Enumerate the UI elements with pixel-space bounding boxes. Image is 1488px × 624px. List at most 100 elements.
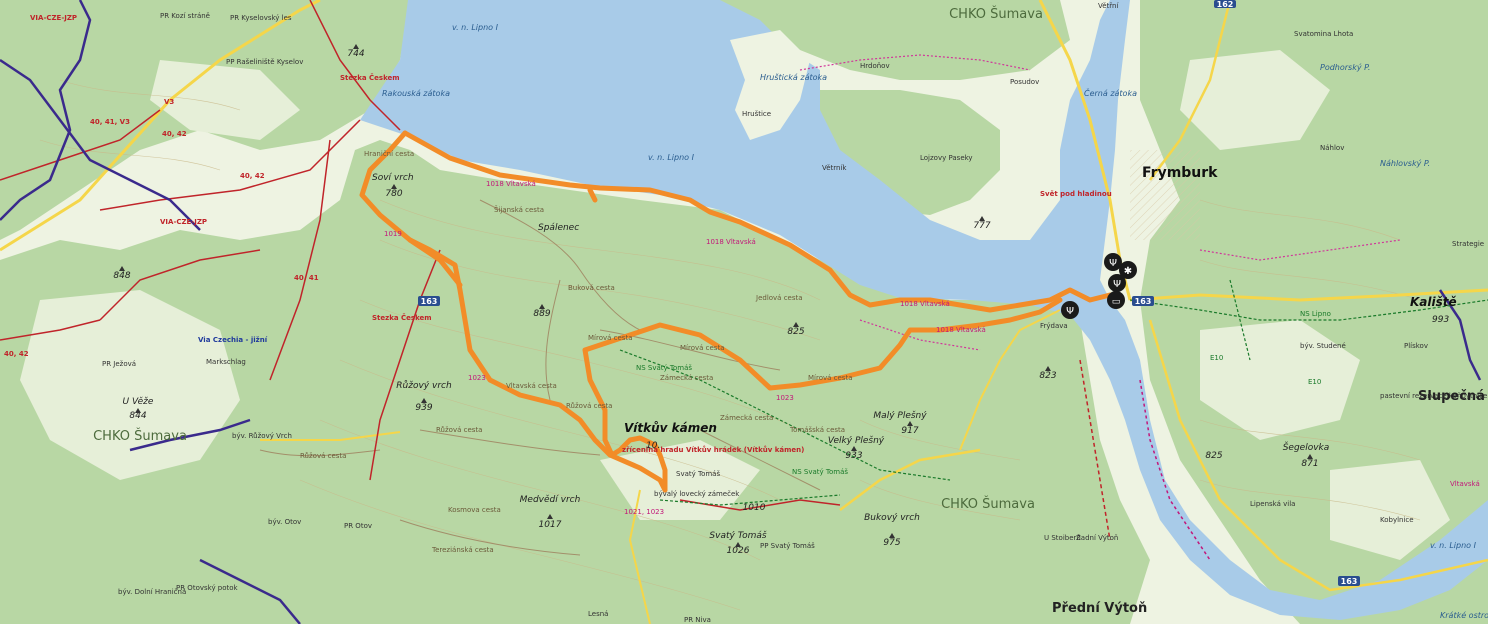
elev-848: 848 (113, 271, 130, 281)
r40-41-v3-label: 40, 41, V3 (90, 118, 130, 126)
restaurant-icon[interactable] (1104, 253, 1122, 271)
svet-pod-hladinou-label: Svět pod hladinou (1040, 190, 1112, 198)
hrdonov-label: Hrdoňov (860, 62, 890, 70)
vltavska-cesta-label: Vltavská cesta (506, 382, 557, 390)
stezka-ceskem-label: Stezka Českem (340, 73, 400, 82)
markschlag-label: Markschlag (206, 358, 246, 366)
hrustice-label: Hruštice (742, 110, 771, 118)
hrustice-peninsula (730, 30, 810, 140)
vitkuv-kamen-label: Vítkův kámen (624, 421, 717, 435)
pr-kozi-strane-label: PR Kozí stráně (160, 12, 210, 20)
jedlova-cesta-label: Jedlová cesta (755, 294, 803, 302)
bus-stop-icon[interactable] (1107, 291, 1125, 309)
bukovy-vrch-label: Bukový vrch (864, 513, 920, 523)
viewpoint-icon[interactable] (1119, 261, 1137, 279)
restaurant-icon-3[interactable] (1061, 301, 1079, 319)
frydava-label: Frýdava (1040, 322, 1068, 330)
u-veze-elev: 844 (129, 411, 146, 421)
pr-niva-label: PR Niva (684, 616, 711, 624)
chko-sumava-w-label: CHKO Šumava (93, 428, 187, 444)
map-labels: CHKO Šumava CHKO Šumava CHKO Šumava Frym… (4, 2, 1488, 624)
r40-42c-label: 40, 42 (4, 350, 29, 358)
elev-1010: 1010 (743, 503, 766, 513)
svg-text:✱: ✱ (1124, 266, 1132, 277)
svg-text:Ψ: Ψ (1113, 279, 1121, 290)
nahlov-label: Náhlov (1320, 144, 1344, 152)
lojzovy-paseky-label: Lojzovy Paseky (920, 154, 973, 162)
podhorsky-label: Podhorský P. (1320, 63, 1370, 72)
restaurant-icon-2[interactable] (1108, 274, 1126, 292)
nahlovsky-label: Náhlovský P. (1380, 159, 1430, 168)
mirova-cesta-label-2: Mírová cesta (808, 374, 853, 382)
zamecka-cesta-label-2: Zámecká cesta (660, 374, 713, 382)
lipno-label-2: v. n. Lipno I (648, 153, 695, 162)
byv-dolni-hranicna-label: býv. Dolní Hraničná (118, 588, 186, 596)
cyklo-vltavska-e-label: Vltavská (1450, 480, 1480, 488)
krive-label: Krátké ostrov (1440, 610, 1488, 620)
stezka-ceskem-label-2: Stezka Českem (372, 313, 432, 322)
pink-trails (799, 54, 1401, 351)
elev-777: 777 (973, 221, 990, 231)
zadni-vyton-label: Zadní Výtoň (1076, 534, 1118, 542)
ns-lipno-label: NS Lipno (1300, 310, 1331, 318)
elev-825b: 825 (1205, 451, 1222, 461)
route-line-loop-west[interactable] (359, 130, 668, 493)
route-line-loop-south[interactable] (582, 297, 1063, 493)
marked-trails (0, 0, 1211, 561)
cyklo-1021-label: 1021, 1023 (624, 508, 664, 516)
route-line-middle[interactable] (587, 187, 598, 203)
road-shields: 163 162 163 163 (418, 0, 1360, 586)
posudov-label: Posudov (1010, 78, 1039, 86)
maly-plesny-label: Malý Plešný (873, 410, 927, 421)
frymburk-label: Frymburk (1142, 165, 1218, 181)
pr-otovsky-potok-label: PR Otovský potok (176, 584, 239, 592)
v3-label: V3 (164, 98, 174, 106)
via-czechia-label: Via Czechia - jižní (198, 336, 268, 344)
byv-studene-label: býv. Studené (1300, 342, 1346, 350)
pr-kyselovsky-les-label: PR Kyselovský les (230, 14, 292, 22)
medvedi-vrch-elev: 1017 (539, 520, 562, 530)
elev-823: 823 (1039, 371, 1056, 381)
mirova-cesta-label-3: Mírová cesta (680, 344, 725, 352)
velky-plesny-label: Velký Plešný (828, 435, 885, 446)
tereziánska-cesta-label: Tereziánská cesta (431, 546, 494, 554)
ruzova-cesta-label-2: Růžová cesta (300, 452, 346, 460)
velky-plesny-elev: 933 (845, 451, 862, 461)
byv-ruzovy-vrch-label: býv. Růžový Vrch (232, 432, 292, 440)
mirova-cesta-label: Mírová cesta (588, 334, 633, 342)
svg-text:Ψ: Ψ (1066, 306, 1074, 317)
elev-825a: 825 (787, 327, 804, 337)
pr-otov-label: PR Otov (344, 522, 372, 530)
vetrnik-label: Větrník (822, 164, 847, 172)
kosmova-cesta-label: Kosmova cesta (448, 506, 501, 514)
r40-42b-label: 40, 42 (240, 172, 265, 180)
via-cze-jzp-label-2: VIA-CZE-JZP (30, 14, 77, 22)
peak-markers (119, 44, 1313, 547)
u-stoiberu-label: U Stoiberů (1044, 534, 1081, 542)
rakouska-zatoka-label: Rakouská zátoka (382, 89, 450, 98)
ruzova-cesta-label: Růžová cesta (436, 426, 482, 434)
lovecky-zamecek-label: bývalý lovecký zámeček (654, 490, 740, 498)
route-line-branch[interactable] (407, 237, 463, 288)
bukova-cesta-label: Buková cesta (568, 284, 615, 292)
sovi-vrch-label: Soví vrch (372, 173, 414, 183)
contour-lines (39, 79, 1421, 611)
kaliste-elev: 993 (1432, 315, 1449, 325)
byv-otov-label: býv. Otov (268, 518, 301, 526)
ns-svaty-tomas-label-2: NS Svatý Tomáš (792, 468, 848, 476)
r40-41-label: 40, 41 (294, 274, 319, 282)
sijanska-cesta-label: Šijanská cesta (494, 205, 544, 214)
lake-lipno (360, 0, 1488, 620)
r40-42-label: 40, 42 (162, 130, 187, 138)
vitkuv-kamen-elev: 10.. (646, 441, 663, 451)
route-line-main[interactable] (402, 130, 1113, 313)
lipno-label-3: v. n. Lipno I (1430, 541, 1477, 550)
poi-markers[interactable]: Ψ ✱ Ψ Ψ ▭ (1061, 253, 1137, 319)
road-163-label: 163 (1135, 297, 1152, 306)
cyklo-1018-label: 1018 Vltavská (486, 180, 536, 188)
segelovka-elev: 871 (1301, 459, 1318, 469)
svg-text:▭: ▭ (1112, 297, 1121, 307)
e10-label: E10 (1210, 354, 1223, 362)
